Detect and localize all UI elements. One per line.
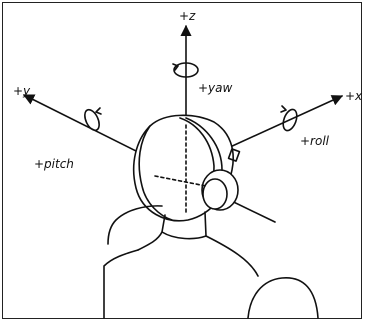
pitch-label: +pitch: [34, 157, 74, 171]
body-figure: [104, 206, 318, 318]
y-axis-label: +y: [13, 84, 31, 98]
head-figure: [134, 115, 240, 220]
pitch-rotation-icon: [82, 107, 102, 132]
roll-label: +roll: [300, 134, 330, 148]
x-axis-label: +x: [345, 89, 363, 103]
z-axis-label: +z: [179, 9, 196, 23]
yaw-label: +yaw: [198, 81, 233, 95]
